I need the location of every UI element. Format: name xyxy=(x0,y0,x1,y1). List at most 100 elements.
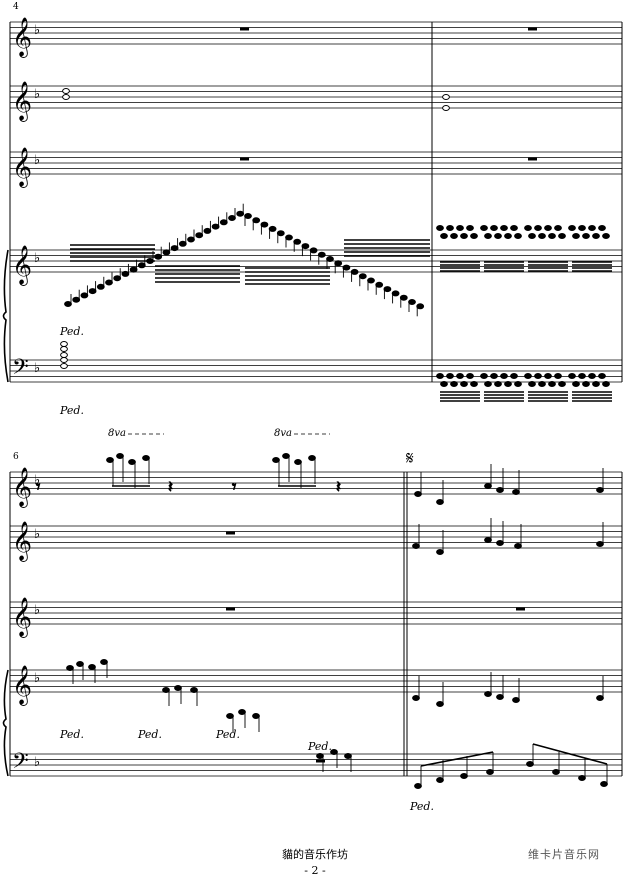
note-head xyxy=(544,225,552,231)
note-head xyxy=(293,238,302,245)
note-head xyxy=(582,233,590,239)
note-head xyxy=(436,499,444,505)
staff-lines xyxy=(10,21,622,777)
flat-key-signature: ♭ xyxy=(34,87,40,102)
flat-key-signature: ♭ xyxy=(34,671,40,686)
note-head xyxy=(121,270,130,277)
whole-note xyxy=(442,94,450,100)
pedal-mark-1: Ped. xyxy=(60,325,84,338)
note-head xyxy=(602,381,610,387)
note-head xyxy=(309,247,318,254)
whole-rest xyxy=(528,27,537,31)
note-head xyxy=(484,233,492,239)
note-head xyxy=(128,459,136,465)
note-head xyxy=(414,783,422,789)
flat-key-signature: ♭ xyxy=(34,755,40,770)
note-head xyxy=(440,381,448,387)
note-head xyxy=(170,245,179,252)
note-head xyxy=(375,281,384,288)
octava-mark-1: 8va xyxy=(108,428,126,439)
whole-note xyxy=(60,363,68,369)
note-head xyxy=(598,225,606,231)
note-head xyxy=(436,225,444,231)
whole-rest xyxy=(240,27,249,31)
note-head xyxy=(494,233,502,239)
note-head xyxy=(496,487,504,493)
note-head xyxy=(538,233,546,239)
note-head xyxy=(88,664,96,670)
barlines xyxy=(9,22,623,776)
note-head xyxy=(294,459,302,465)
notes: 𝄾𝄽𝄾𝄽 xyxy=(36,88,612,789)
eighth-rest: 𝄾 xyxy=(232,477,236,496)
note-head xyxy=(460,773,468,779)
note-head xyxy=(219,219,228,226)
watermark-text: 维卡片音乐网 xyxy=(528,848,600,861)
whole-note xyxy=(62,94,70,100)
quarter-rest: 𝄽 xyxy=(168,477,173,496)
note-head xyxy=(412,543,420,549)
note-head xyxy=(596,541,604,547)
note-head xyxy=(534,225,542,231)
whole-note xyxy=(60,341,68,347)
note-head xyxy=(285,234,293,241)
note-head xyxy=(450,381,458,387)
note-head xyxy=(260,221,269,228)
note-head xyxy=(484,483,492,489)
note-head xyxy=(317,251,326,258)
note-head xyxy=(528,381,536,387)
note-head xyxy=(460,381,468,387)
note-head xyxy=(512,697,520,703)
note-head xyxy=(236,210,245,217)
note-head xyxy=(588,225,596,231)
note-head xyxy=(466,225,474,231)
note-head xyxy=(592,381,600,387)
note-head xyxy=(568,373,576,379)
note-head xyxy=(500,225,508,231)
note-head xyxy=(554,373,562,379)
note-head xyxy=(544,373,552,379)
note-head xyxy=(399,294,408,301)
note-head xyxy=(414,491,422,497)
footer-title: 貓的音乐作坊 xyxy=(282,848,348,861)
note-head xyxy=(436,701,444,707)
note-head xyxy=(326,256,334,262)
note-head xyxy=(514,543,522,549)
note-head xyxy=(470,233,478,239)
note-head xyxy=(344,753,352,759)
pedal-mark-4: Ped. xyxy=(138,728,162,741)
note-head xyxy=(350,268,359,275)
note-head xyxy=(446,373,454,379)
whole-rest xyxy=(528,157,537,161)
note-head xyxy=(496,540,504,546)
note-head xyxy=(195,232,204,239)
note-head xyxy=(178,240,187,247)
note-head xyxy=(162,249,171,256)
note-head xyxy=(450,233,458,239)
bass-clef: 𝄢 xyxy=(12,355,29,385)
note-head xyxy=(342,264,351,271)
note-head xyxy=(602,233,610,239)
note-head xyxy=(552,769,560,775)
pedal-mark-7: Ped. xyxy=(410,800,434,813)
note-head xyxy=(268,225,277,232)
treble-clef: 𝄞 xyxy=(12,665,32,706)
note-head xyxy=(484,537,492,543)
note-head xyxy=(412,695,420,701)
note-head xyxy=(446,225,454,231)
pedal-mark-6: Ped. xyxy=(308,740,332,753)
note-head xyxy=(391,290,400,297)
note-head xyxy=(282,453,290,459)
pedal-mark-2: Ped. xyxy=(60,404,84,417)
bass-clef: 𝄢 xyxy=(12,749,29,779)
note-head xyxy=(228,215,236,221)
note-head xyxy=(142,455,150,461)
note-head xyxy=(116,453,124,459)
note-head xyxy=(416,303,425,310)
flat-key-signature: ♭ xyxy=(34,153,40,168)
note-head xyxy=(514,381,522,387)
note-head xyxy=(558,381,566,387)
note-head xyxy=(558,233,566,239)
note-head xyxy=(244,213,252,219)
note-head xyxy=(480,373,488,379)
